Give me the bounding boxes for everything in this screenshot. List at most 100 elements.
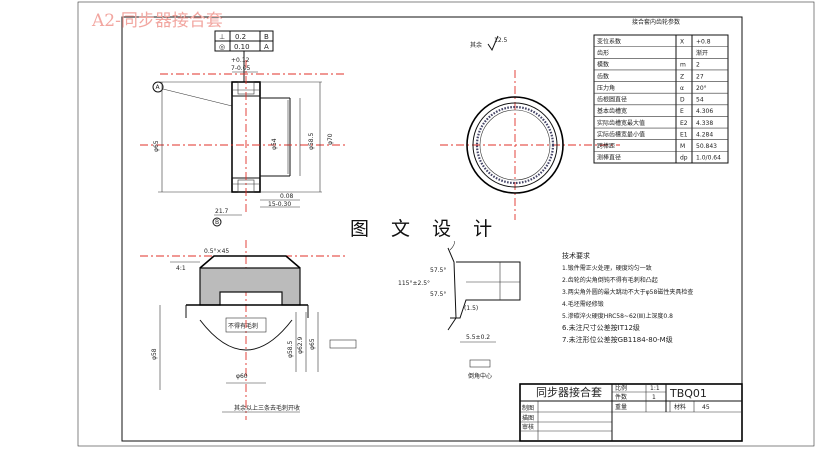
scale-value: 1:1 [650, 385, 660, 392]
tol-value-2: 0.10 [234, 43, 250, 51]
tech-item-4: 4.毛坯需经修锻 [562, 300, 604, 308]
param-sym: E [680, 108, 684, 115]
tech-item-3: 3.两尖角外圆的最大跳动不大于φ58磁性夹具检查 [562, 288, 693, 296]
param-sym: Z [680, 73, 684, 80]
dim-58-left: φ58 [151, 348, 158, 360]
ring-gear-view: 12.5 其余 [440, 35, 620, 220]
param-val: 1.0/0.64 [696, 155, 721, 162]
tol-datum-1: B [264, 33, 269, 41]
param-val: 4.306 [696, 108, 713, 115]
param-sym: X [680, 38, 684, 45]
dim-1-5: (1.5) [464, 305, 478, 312]
chamfer-dim: 0.5°×45 [204, 248, 229, 255]
param-name: 模数 [597, 61, 609, 69]
param-val: 4.338 [696, 120, 713, 127]
param-name: 实际齿槽宽最小值 [597, 130, 645, 138]
dim-54: φ54 [271, 138, 278, 150]
tol-datum-2: A [264, 43, 269, 51]
param-val: 渐开 [696, 49, 708, 57]
inner-border [121, 16, 743, 442]
watermark: 图 文 设 计 [346, 214, 505, 241]
param-sym: E1 [680, 131, 688, 138]
scale-note: 4:1 [176, 265, 186, 272]
upper-dim-1: +0.12 [231, 57, 250, 64]
datum-a-label: A [156, 84, 161, 91]
count-value: 1 [652, 394, 656, 401]
angle-3: 57.5° [430, 291, 446, 298]
angle-1: 57.5° [430, 267, 446, 274]
param-sym: dp [680, 155, 688, 162]
technical-requirements: 技术要求 1.锻件需正火处理，硬度均匀一致 2.齿轮的尖角倒钝不得有毛刺和凸起 … [562, 251, 693, 344]
top-side-view: ⊥ 0.2 B ◎ 0.10 A +0.12 7-0.05 A φ65 [140, 30, 345, 227]
roughness-value: 12.5 [494, 37, 508, 44]
section-inner-label: 不得有毛刺 [228, 322, 258, 330]
dim-5-5: 5.5±0.2 [466, 334, 490, 341]
material-value: 45 [702, 404, 710, 411]
roughness-label: 其余 [470, 41, 482, 49]
part-name: 同步器接合套 [536, 385, 602, 399]
dim-60-bottom: φ60 [236, 373, 248, 380]
section-bottom-note: 其余以上三条去毛刺开收 [234, 404, 300, 412]
param-val: 50.843 [696, 143, 717, 150]
dim-62: φ62.9 [297, 337, 304, 355]
param-val: +0.8 [696, 38, 711, 45]
angle-2: 115°±2.5° [398, 280, 430, 287]
param-sym: D [680, 97, 685, 104]
bottom-section-view: 0.5°×45 4:1 不得有毛刺 φ58 φ58.5 φ62.9 φ65 φ6… [140, 240, 357, 420]
drawing-code: TBQ01 [669, 387, 707, 400]
datum-b-label: B [215, 219, 219, 226]
param-table-title: 接合套内齿轮参数 [632, 18, 680, 26]
param-sym: m [680, 62, 686, 69]
scale-label: 比例 [615, 384, 627, 392]
detail-view: 57.5° 115°±2.5° 57.5° (1.5) 5.5±0.2 倒角中心 [398, 234, 521, 380]
material-label: 材料 [674, 403, 686, 411]
row-trace: 描图 [522, 414, 534, 422]
tol-value-1: 0.2 [235, 33, 246, 41]
tech-item-5: 5.渗碳淬火硬度HRC58~62(Ⅲ)上深度0.8 [562, 312, 673, 320]
title-block: 同步器接合套 TBQ01 比例 1:1 件数 1 重量 材料 45 制图 描图 … [519, 383, 743, 442]
param-val: 54 [696, 97, 704, 104]
param-name: 齿形 [597, 49, 609, 57]
param-val: 20° [696, 85, 707, 92]
row-review: 审核 [522, 423, 534, 431]
param-val: 4.284 [696, 131, 713, 138]
param-name: 实际齿槽宽最大值 [597, 119, 645, 127]
tech-item-6: 6.未注尺寸公差按IT12级 [562, 323, 640, 332]
tech-item-2: 2.齿轮的尖角倒钝不得有毛刺和凸起 [562, 276, 658, 284]
tol-symbol-1: ⊥ [219, 33, 225, 41]
dim-70: φ70 [327, 133, 334, 145]
param-name: 齿数 [597, 72, 609, 80]
outer-border [77, 1, 815, 447]
dim-65-right: φ65 [309, 338, 316, 350]
row-draw: 制图 [522, 404, 534, 412]
param-val: 2 [696, 62, 700, 69]
param-sym: M [680, 143, 685, 150]
upper-dim-2: 7-0.05 [231, 65, 251, 72]
weight-label: 重量 [615, 403, 627, 411]
count-label: 件数 [615, 393, 627, 401]
param-sym: E2 [680, 120, 688, 127]
dim-65-left: φ65 [153, 140, 160, 152]
dim-0-08: 0.08 [280, 193, 294, 200]
tech-heading: 技术要求 [562, 251, 590, 260]
tech-item-1: 1.锻件需正火处理，硬度均匀一致 [562, 264, 652, 272]
detail-caption: 倒角中心 [468, 372, 492, 380]
dim-58-5: φ58.5 [308, 133, 315, 151]
param-name: 跨棒距 [597, 142, 615, 150]
tol-symbol-2: ◎ [219, 43, 225, 51]
param-name: 齿根圆直径 [597, 96, 627, 104]
dim-21-7: 21.7 [215, 208, 229, 215]
dim-15: 15-0.30 [268, 201, 291, 208]
param-sym: α [680, 85, 684, 92]
param-val: 27 [696, 73, 704, 80]
param-name: 变位系数 [597, 37, 621, 45]
dim-58-5-right: φ58.5 [287, 341, 294, 359]
param-name: 测棒直径 [597, 154, 621, 162]
param-name: 压力角 [597, 84, 615, 92]
tech-item-7: 7.未注形位公差按GB1184-80-M级 [562, 335, 673, 344]
page-title: A2-同步器接合套 [92, 11, 223, 31]
param-name: 基本齿槽宽 [597, 107, 627, 115]
